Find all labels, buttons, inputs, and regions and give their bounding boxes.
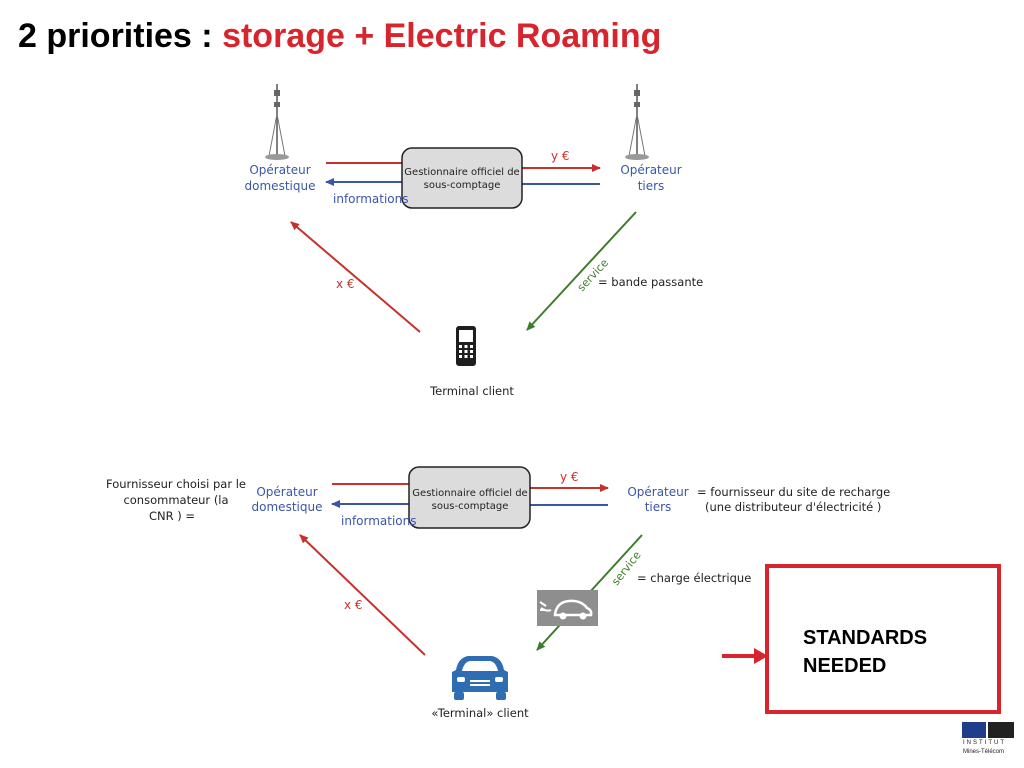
service-arrow [526,211,637,331]
payment-x-arrow [290,221,421,333]
antenna-icon [265,84,289,160]
manager-box [401,147,523,209]
client-label: Terminal client [429,384,514,398]
informations-label: informations [341,514,417,528]
manager-box-label: Gestionnaire officiel de [412,488,527,499]
page-title: 2 priorities : storage + Electric Roamin… [18,16,661,56]
standards-line: NEEDED [803,655,887,677]
standards-callout-box: STANDARDS NEEDED [765,564,1001,714]
manager-box-label: sous-comptage [424,180,501,191]
antenna-icon [625,84,649,160]
manager-box-label: Gestionnaire officiel de [404,167,519,178]
third-operator-note: = fournisseur du site de recharge [697,485,890,499]
third-operator-label: tiers [645,500,672,514]
price-x-label: x € [336,277,355,291]
title-highlight: storage + Electric Roaming [222,17,662,55]
client-label: «Terminal» client [431,706,529,720]
car-icon [452,656,508,700]
price-y-label: y € [560,470,579,484]
price-x-label: x € [344,598,363,612]
third-operator-note: (une distributeur d'électricité ) [705,500,881,514]
institute-logo: INSTITUT Mines-Télécom [962,722,1014,764]
service-equals-label: = charge électrique [637,571,751,585]
bottom-diagram: Fournisseur choisi par le consommateur (… [106,466,890,720]
supplier-note: CNR ) = [149,509,195,523]
third-operator-label: Opérateur [627,485,688,499]
supplier-note: consommateur (la [123,493,228,507]
service-equals-label: = bande passante [598,275,703,289]
standards-callout-text: STANDARDS NEEDED [803,624,927,680]
logo-block [962,722,986,738]
home-operator-label: domestique [252,500,323,514]
logo-text: Mines-Télécom [963,749,1005,755]
price-y-label: y € [551,149,570,163]
logo-text: INSTITUT [963,740,1006,746]
mobile-phone-icon [456,326,476,366]
ev-charging-icon [537,590,598,626]
payment-x-arrow [299,534,426,656]
supplier-note: Fournisseur choisi par le [106,477,246,491]
callout-arrow-head [754,648,768,664]
third-operator-label: tiers [638,179,665,193]
informations-label: informations [333,192,409,206]
home-operator-label: domestique [245,179,316,193]
title-prefix: 2 priorities : [18,17,223,55]
top-diagram: Opérateur domestique Opérateur tiers Ges… [245,84,703,398]
third-operator-label: Opérateur [620,163,681,177]
manager-box [408,466,531,529]
logo-block [988,722,1014,738]
manager-box-label: sous-comptage [432,501,509,512]
standards-line: STANDARDS [803,627,928,649]
home-operator-label: Opérateur [256,485,317,499]
home-operator-label: Opérateur [249,163,310,177]
